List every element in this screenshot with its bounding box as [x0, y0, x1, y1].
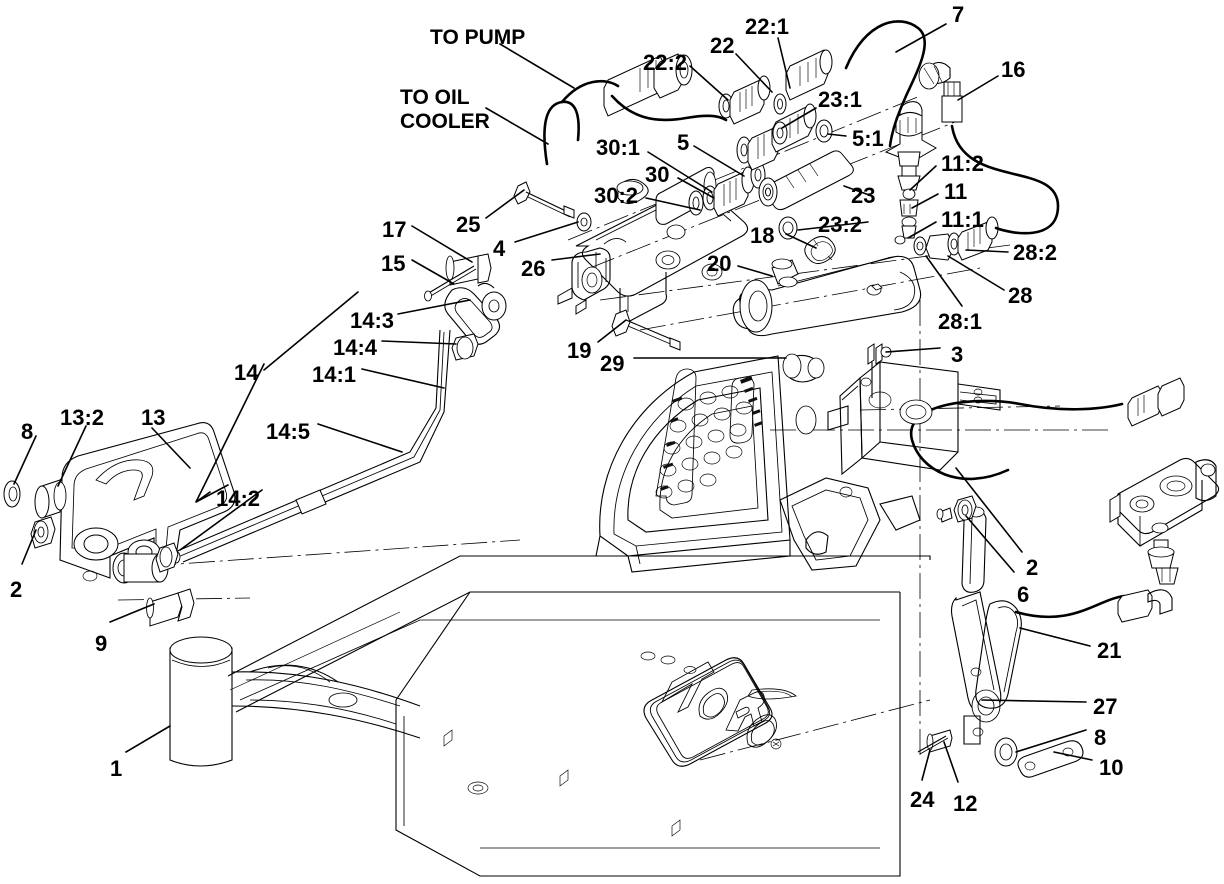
callout-c-24: 24: [910, 787, 935, 812]
callout-c-19: 19: [567, 338, 592, 363]
callout-c-28-1: 28:1: [938, 309, 983, 334]
callout-c-14-2: 14:2: [216, 486, 261, 511]
callout-c-2-right: 2: [1026, 555, 1039, 580]
toro-badge: [643, 657, 782, 767]
callout-c-18: 18: [750, 223, 775, 248]
callout-c-14-1: 14:1: [312, 362, 357, 387]
part-25-bolt: [513, 181, 575, 219]
callout-c-21: 21: [1097, 638, 1122, 663]
console-buttons: [655, 385, 753, 499]
part-9-bolt: [146, 588, 195, 627]
callout-c-8-left: 8: [21, 419, 34, 444]
callout-c-30: 30: [645, 162, 670, 187]
callout-c-14-4: 14:4: [333, 335, 378, 360]
leader-lines: [13, 23, 1093, 783]
callout-c-5-1: 5:1: [852, 126, 884, 151]
right-chassis-bracket: [779, 343, 1001, 593]
part-14-3-clevis: [444, 282, 507, 345]
part-14-rod-assembly: [155, 253, 507, 573]
part-22-couplers: [603, 49, 833, 125]
callout-c-11-2: 11:2: [941, 151, 984, 176]
callout-c-23-1: 23:1: [818, 87, 863, 112]
callout-c-26: 26: [521, 256, 546, 281]
right-hose-fittings: [1117, 377, 1185, 623]
callout-c-8-right: 8: [1094, 725, 1107, 750]
callout-c-5: 5: [677, 130, 690, 155]
part-26-valve-manifold: [557, 167, 749, 323]
callout-c-29: 29: [600, 351, 625, 376]
callout-c-11: 11: [944, 179, 968, 204]
part-14-2-nut: [155, 542, 179, 573]
part-14-4-jamnut: [451, 333, 479, 361]
callout-c-28: 28: [1008, 283, 1033, 308]
part-2-nut-left: [30, 516, 56, 549]
callout-c-10: 10: [1099, 755, 1124, 780]
callout-c-14-5: 14:5: [266, 419, 311, 444]
part-21-grip: [975, 600, 1022, 709]
callout-c-23-2: 23:2: [818, 212, 863, 237]
callout-c-13: 13: [141, 405, 166, 430]
part-30-fitting-stack: [688, 161, 766, 217]
callout-c-15: 15: [381, 251, 406, 276]
callout-c-20: 20: [707, 251, 732, 276]
machine-frame: [169, 555, 931, 877]
callout-c-30-1: 30:1: [596, 135, 641, 160]
part-28-fittings: [913, 216, 999, 261]
control-console: [595, 355, 791, 573]
callout-c-28-2: 28:2: [1013, 240, 1058, 265]
callout-c-17: 17: [382, 217, 407, 242]
callout-c-1: 1: [110, 756, 123, 781]
callout-c-22-1: 22:1: [745, 14, 790, 39]
part-20-cylinder: [732, 236, 922, 337]
callout-c-27: 27: [1093, 694, 1118, 719]
callout-c-14-3: 14:3: [350, 308, 395, 333]
console-labels: [660, 375, 763, 491]
hydraulic-hoses: [543, 20, 1126, 619]
callout-c-12: 12: [953, 791, 978, 816]
part-23-fittings: [758, 119, 854, 240]
part-4-washer: [576, 212, 592, 232]
callout-c-6: 6: [1017, 582, 1030, 607]
callout-c-22-2: 22:2: [643, 50, 688, 75]
callout-c-23: 23: [851, 183, 876, 208]
callout-to-oil-cooler: TO OIL COOLER: [400, 86, 490, 133]
callout-c-7: 7: [952, 2, 965, 27]
callout-to-pump: TO PUMP: [430, 26, 526, 49]
callout-c-4: 4: [493, 236, 506, 261]
part-18-retaining-ring: [804, 236, 836, 264]
callout-c-16: 16: [1001, 57, 1026, 82]
part-8-washer-right: [994, 737, 1018, 767]
part-19-bolt: [611, 309, 681, 351]
callout-c-30-2: 30:2: [594, 183, 639, 208]
callout-c-2-left: 2: [10, 577, 23, 602]
callout-c-14: 14: [234, 360, 259, 385]
callout-c-13-2: 13:2: [60, 405, 105, 430]
hydraulic-motor: [1109, 457, 1220, 569]
callout-c-22: 22: [710, 33, 735, 58]
toro-wordmark: [660, 661, 782, 750]
part-10-link: [1017, 740, 1084, 778]
callout-c-11-1: 11:1: [941, 207, 984, 232]
part-13-2-bushing: [34, 479, 67, 519]
callout-c-3: 3: [951, 342, 964, 367]
part-8-washer-left: [3, 480, 21, 508]
part-13-bracket: [3, 422, 236, 627]
callout-c-25: 25: [456, 212, 481, 237]
callout-c-9: 9: [95, 631, 108, 656]
fastener-bolts: [513, 181, 681, 351]
part-2-nut-right: [953, 495, 977, 523]
part-27-lever: [917, 591, 1084, 778]
